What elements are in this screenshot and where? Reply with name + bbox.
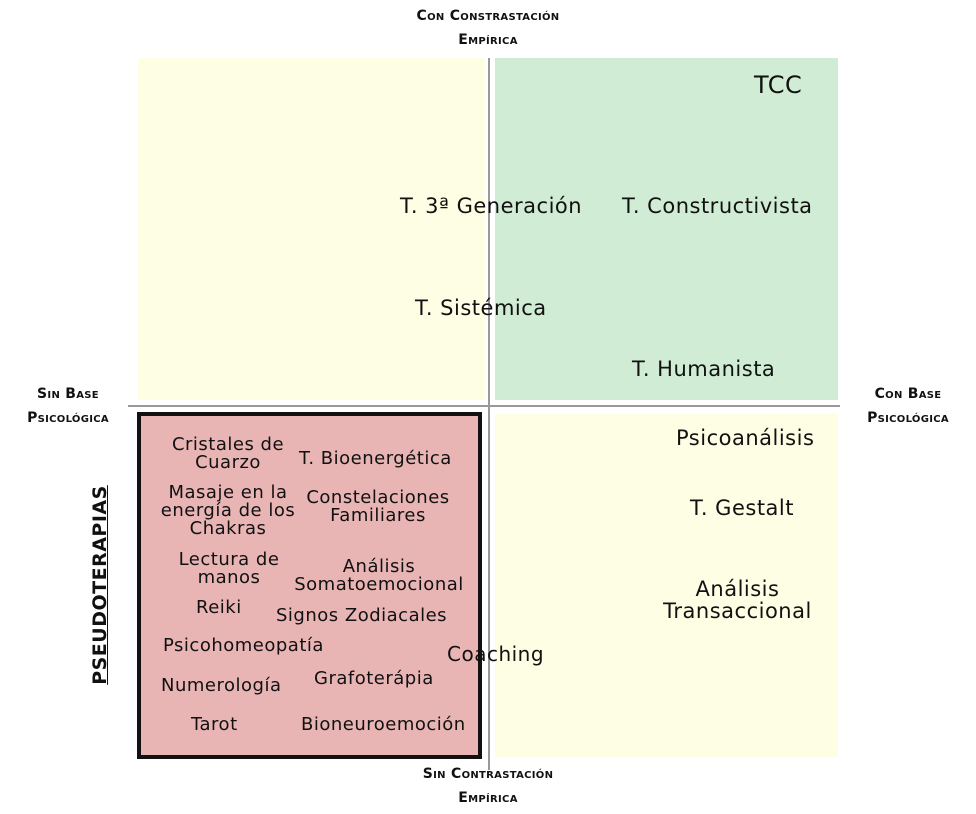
label-humanista: T. Humanista xyxy=(632,357,776,381)
label-sistemica: T. Sistémica xyxy=(415,296,547,320)
label-psicohomeopatia: Psicohomeopatía xyxy=(163,635,324,656)
label-bioneuroemocion: Bioneuroemoción xyxy=(301,714,466,735)
quadrant-top-right xyxy=(495,58,838,400)
label-signos: Signos Zodiacales xyxy=(276,605,448,626)
label-psicoanalisis: Psicoanálisis xyxy=(676,426,815,450)
label-gestalt: T. Gestalt xyxy=(690,496,794,520)
label-tercera-generacion: T. 3ª Generación xyxy=(400,194,583,218)
label-coaching: Coaching xyxy=(447,642,545,666)
label-tarot: Tarot xyxy=(191,714,238,735)
label-tcc: TCC xyxy=(754,71,803,99)
label-numerologia: Numerología xyxy=(161,675,282,696)
label-bioenergetica: T. Bioenergética xyxy=(299,448,452,469)
label-constructivista: T. Constructivista xyxy=(622,194,813,218)
quadrant-top-left xyxy=(138,58,485,400)
label-grafoterapia: Grafoterápia xyxy=(314,668,434,689)
horizontal-axis xyxy=(128,405,840,407)
quadrant-pseudotherapies xyxy=(137,412,482,759)
quadrant-bottom-right xyxy=(495,414,838,757)
label-reiki: Reiki xyxy=(196,597,242,618)
vertical-axis xyxy=(488,58,490,770)
pseudotherapies-label: PSEUDOTERAPIAS xyxy=(89,485,111,685)
